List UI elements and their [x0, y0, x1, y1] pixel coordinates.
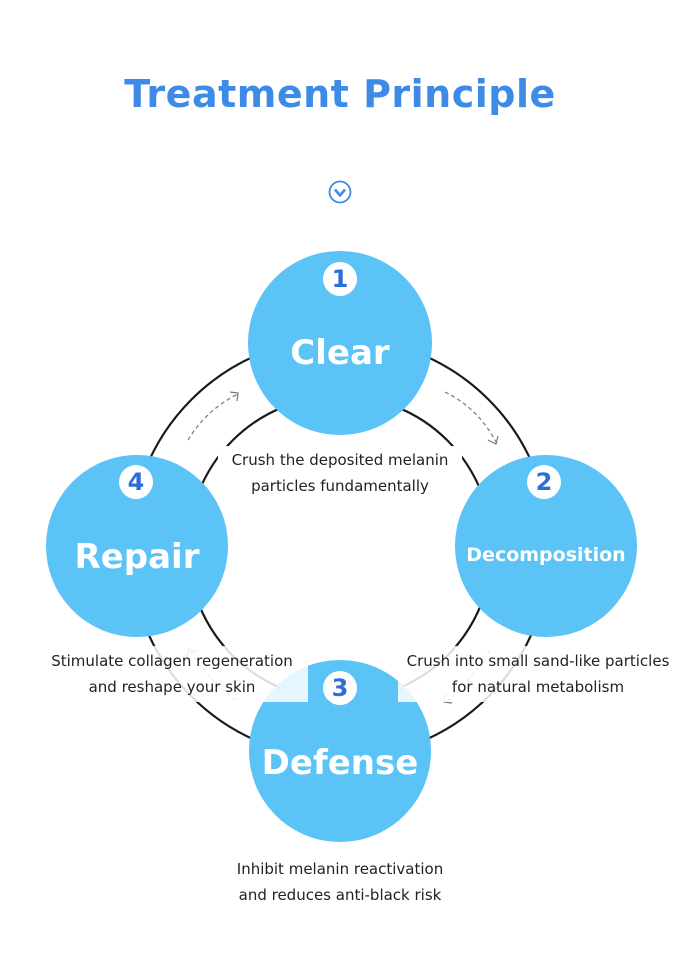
step-label-defense: Defense — [261, 743, 419, 783]
chevron-down-circle-icon — [328, 180, 352, 204]
step-description-line: and reshape your skin — [88, 678, 256, 696]
step-description-clear: Crush the deposited melanin particles fu… — [212, 447, 468, 499]
step-label-repair: Repair — [74, 537, 200, 577]
step-description-line: Crush the deposited melanin — [231, 451, 449, 469]
step-description-defense: Inhibit melanin reactivation and reduces… — [200, 856, 480, 908]
step-description-line: Crush into small sand-like particles — [406, 652, 670, 670]
step-description-line: and reduces anti-black risk — [238, 886, 442, 904]
step-label-decomposition: Decomposition — [466, 544, 626, 566]
step-number-2: 2 — [527, 465, 561, 499]
step-circle-clear — [248, 251, 432, 435]
step-circle-defense — [249, 660, 431, 842]
step-description-line: Inhibit melanin reactivation — [236, 860, 444, 878]
step-description-decomposition: Crush into small sand-like particles for… — [396, 648, 680, 700]
step-description-line: particles fundamentally — [251, 477, 429, 495]
step-circle-decomposition — [455, 455, 637, 637]
flow-arrows — [187, 391, 497, 703]
step-label-clear: Clear — [290, 333, 390, 373]
arrow-4-to-1 — [187, 393, 239, 441]
step-number-3: 3 — [323, 671, 357, 705]
page-title: Treatment Principle — [124, 72, 556, 116]
step-circle-repair — [46, 455, 228, 637]
arrow-1-to-2 — [444, 391, 497, 443]
step-description-repair: Stimulate collagen regeneration and resh… — [32, 648, 312, 700]
step-description-line: Stimulate collagen regeneration — [51, 652, 293, 670]
step-description-line: for natural metabolism — [451, 678, 625, 696]
step-number-4: 4 — [119, 465, 153, 499]
step-number-1: 1 — [323, 262, 357, 296]
